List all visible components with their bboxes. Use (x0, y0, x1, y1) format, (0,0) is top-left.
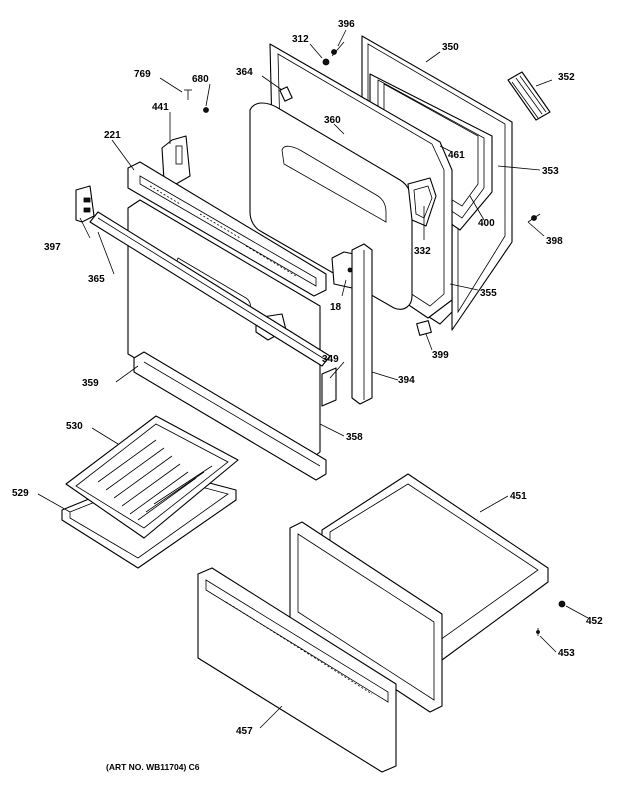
art-number-caption: (ART NO. WB11704) C6 (106, 762, 200, 772)
vent-holes (149, 185, 297, 277)
part-label-453: 453 (558, 648, 575, 659)
part-label-364: 364 (236, 67, 253, 78)
part-label-396: 396 (338, 19, 355, 30)
drawer-front-457 (197, 567, 397, 773)
part-label-349: 349 (322, 354, 339, 365)
part-label-457: 457 (236, 726, 253, 737)
part-label-394: 394 (398, 375, 415, 386)
part-label-350: 350 (442, 42, 459, 53)
door-handle-365 (89, 211, 331, 367)
side-panel-394 (351, 243, 373, 405)
part-label-18: 18 (330, 302, 342, 313)
part-label-400: 400 (478, 218, 495, 229)
part-label-365: 365 (88, 274, 105, 285)
clip-364 (279, 86, 293, 102)
part-label-441: 441 (152, 102, 169, 113)
part-label-221: 221 (104, 130, 121, 141)
part-label-452: 452 (586, 616, 603, 627)
screw-452 (558, 600, 566, 608)
part-labels: 396 312 350 352 769 680 364 441 360 461 … (12, 19, 603, 737)
part-label-680: 680 (192, 74, 209, 85)
part-label-461: 461 (448, 150, 465, 161)
part-label-360: 360 (324, 115, 341, 126)
part-label-398: 398 (546, 236, 563, 247)
hinge-bracket-441 (161, 135, 191, 185)
part-label-353: 353 (542, 166, 559, 177)
screw-680 (203, 107, 209, 113)
vent-panel-221 (127, 161, 327, 297)
part-label-451: 451 (510, 491, 527, 502)
part-label-355: 355 (480, 288, 497, 299)
hinge-332 (407, 177, 437, 227)
screw-396 (331, 41, 345, 57)
part-label-769: 769 (134, 69, 151, 80)
part-label-529: 529 (12, 488, 29, 499)
leader-lines (37, 29, 589, 729)
bottom-trim-359 (133, 351, 327, 481)
grid-slots (97, 439, 213, 521)
screw-398 (527, 213, 541, 223)
part-label-530: 530 (66, 421, 83, 432)
door-handle-352 (507, 71, 551, 121)
screw-312 (322, 58, 330, 66)
insulation-349 (321, 367, 337, 407)
part-label-352: 352 (558, 72, 575, 83)
part-label-359: 359 (82, 378, 99, 389)
part-label-397: 397 (44, 242, 61, 253)
clip-453 (536, 628, 540, 636)
clip-399 (416, 320, 432, 336)
broiler-grid-530 (65, 415, 239, 539)
hinge-receiver-397 (75, 185, 95, 223)
part-label-399: 399 (432, 350, 449, 361)
part-label-312: 312 (292, 34, 309, 45)
part-label-358: 358 (346, 432, 363, 443)
pin-769 (184, 89, 192, 100)
part-label-332: 332 (414, 246, 431, 257)
